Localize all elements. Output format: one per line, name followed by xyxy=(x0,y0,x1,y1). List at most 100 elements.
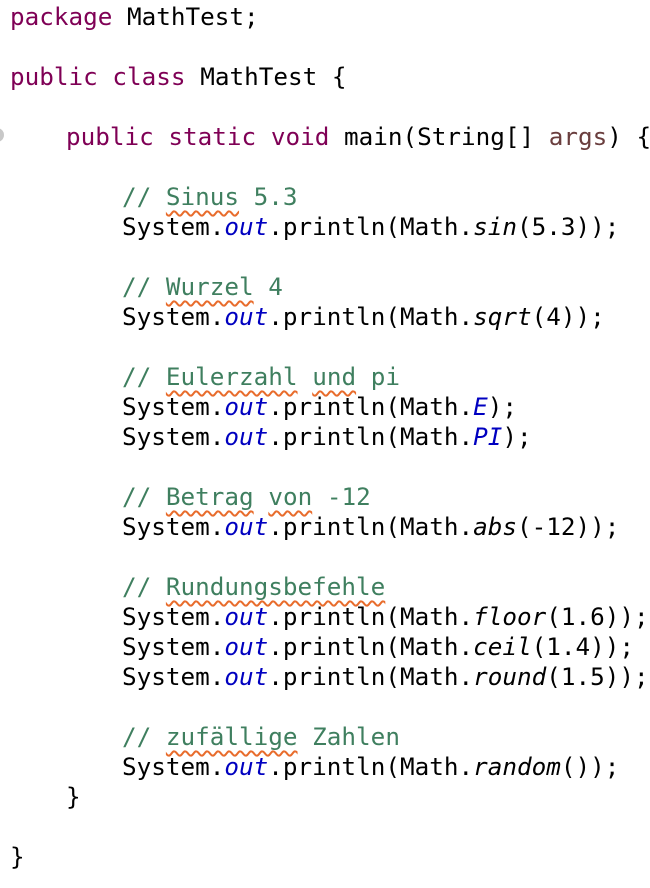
spelling-squiggle-word: Eulerzahl xyxy=(165,362,298,391)
method-signature: main(String[] xyxy=(329,122,549,151)
static-field-out: out xyxy=(224,392,269,421)
code-line-package: package MathTest; xyxy=(10,2,259,32)
keyword: class xyxy=(112,62,186,91)
spelling-squiggle-word: Rundungsbefehle xyxy=(165,572,386,601)
param-name: args xyxy=(548,122,608,151)
system-ref: System. xyxy=(122,212,225,241)
gutter-marker-icon[interactable] xyxy=(0,128,4,142)
static-field: PI xyxy=(473,422,503,451)
comment-prefix: // xyxy=(122,362,166,391)
spelling-squiggle-word: von xyxy=(268,482,313,511)
println-call: .println(Math. xyxy=(268,512,474,541)
method-open: ) { xyxy=(607,122,650,151)
println-call: .println(Math. xyxy=(268,662,474,691)
class-decl: MathTest { xyxy=(185,62,347,91)
system-ref: System. xyxy=(122,752,225,781)
code-statement: System.out.println(Math.round(1.5)); xyxy=(122,662,649,692)
static-method: random xyxy=(473,752,561,781)
code-comment: // Betrag von -12 xyxy=(122,482,371,512)
keyword: public xyxy=(10,62,98,91)
call-args: (1.4) xyxy=(531,632,605,661)
statement-end: ); xyxy=(619,602,649,631)
spelling-squiggle-word: Sinus xyxy=(165,182,240,211)
spelling-squiggle-word: Wurzel xyxy=(165,272,254,301)
call-args: (4) xyxy=(531,302,576,331)
comment-text: -12 xyxy=(312,482,371,511)
static-method: abs xyxy=(473,512,517,541)
static-method: sqrt xyxy=(473,302,532,331)
call-args: (1.5) xyxy=(546,662,620,691)
code-comment: // Eulerzahl und pi xyxy=(122,362,400,392)
code-comment: // zufällige Zahlen xyxy=(122,722,400,752)
println-call: .println(Math. xyxy=(268,212,474,241)
code-line-main: public static void main(String[] args) { xyxy=(66,122,650,152)
statement-end: ); xyxy=(604,632,635,661)
call-args: (1.6) xyxy=(546,602,620,631)
comment-text: Zahlen xyxy=(297,722,400,751)
comment-prefix: // xyxy=(122,182,166,211)
system-ref: System. xyxy=(122,632,225,661)
package-name: MathTest; xyxy=(112,2,259,31)
statement-end: ); xyxy=(487,392,517,421)
static-field-out: out xyxy=(224,512,269,541)
keyword: package xyxy=(10,2,113,31)
keyword: void xyxy=(270,122,330,151)
system-ref: System. xyxy=(122,302,225,331)
comment-prefix: // xyxy=(122,272,166,301)
comment-prefix: // xyxy=(122,482,166,511)
println-call: .println(Math. xyxy=(268,752,474,781)
keyword: public xyxy=(66,122,154,151)
static-method: ceil xyxy=(473,632,532,661)
println-call: .println(Math. xyxy=(268,602,474,631)
static-field-out: out xyxy=(224,662,269,691)
code-comment: // Sinus 5.3 xyxy=(122,182,298,212)
static-field-out: out xyxy=(224,302,269,331)
statement-end: ); xyxy=(575,302,605,331)
println-call: .println(Math. xyxy=(268,392,474,421)
code-comment: // Rundungsbefehle xyxy=(122,572,385,602)
comment-text: 4 xyxy=(253,272,283,301)
static-field-out: out xyxy=(224,752,269,781)
code-line-class: public class MathTest { xyxy=(10,62,346,92)
code-statement: System.out.println(Math.abs(-12)); xyxy=(122,512,619,542)
system-ref: System. xyxy=(122,392,225,421)
system-ref: System. xyxy=(122,602,225,631)
code-statement: System.out.println(Math.sin(5.3)); xyxy=(122,212,619,242)
call-args: (5.3) xyxy=(516,212,591,241)
code-line-close-method: } xyxy=(66,782,81,811)
code-statement: System.out.println(Math.sqrt(4)); xyxy=(122,302,605,332)
comment-text: pi xyxy=(356,362,400,391)
call-args: (-12) xyxy=(516,512,591,541)
system-ref: System. xyxy=(122,662,225,691)
statement-end: ); xyxy=(590,212,620,241)
call-args: () xyxy=(560,752,591,781)
spelling-squiggle-word: und xyxy=(312,362,357,391)
system-ref: System. xyxy=(122,422,225,451)
code-comment: // Wurzel 4 xyxy=(122,272,283,302)
code-statement: System.out.println(Math.random()); xyxy=(122,752,619,782)
code-statement: System.out.println(Math.E); xyxy=(122,392,517,422)
static-field: E xyxy=(473,392,488,421)
statement-end: ); xyxy=(590,752,620,781)
spelling-squiggle-word: Betrag xyxy=(165,482,254,511)
code-statement: System.out.println(Math.PI); xyxy=(122,422,532,452)
spelling-squiggle-word: zufällige xyxy=(165,722,298,751)
statement-end: ); xyxy=(590,512,620,541)
static-method: round xyxy=(473,662,547,691)
static-method: floor xyxy=(473,602,547,631)
static-field-out: out xyxy=(224,602,269,631)
comment-prefix: // xyxy=(122,722,166,751)
code-statement: System.out.println(Math.ceil(1.4)); xyxy=(122,632,634,662)
static-field-out: out xyxy=(224,632,269,661)
statement-end: ); xyxy=(619,662,649,691)
println-call: .println(Math. xyxy=(268,632,474,661)
static-field-out: out xyxy=(224,212,269,241)
println-call: .println(Math. xyxy=(268,422,474,451)
static-method: sin xyxy=(473,212,517,241)
statement-end: ); xyxy=(502,422,532,451)
println-call: .println(Math. xyxy=(268,302,474,331)
keyword: static xyxy=(168,122,257,151)
static-field-out: out xyxy=(224,422,269,451)
system-ref: System. xyxy=(122,512,225,541)
